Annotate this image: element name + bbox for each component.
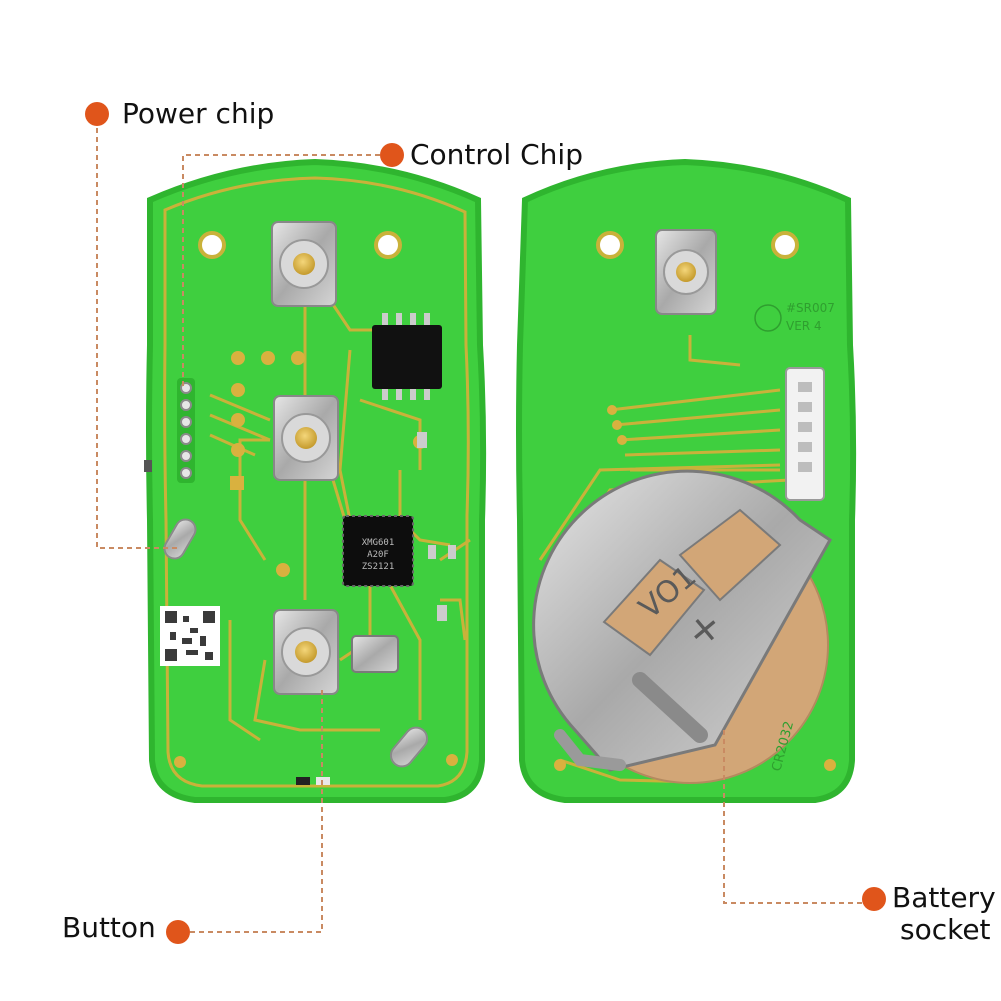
board-id-marking: #SR007	[786, 301, 835, 315]
tactile-button-back	[655, 229, 717, 315]
mount-hole	[771, 231, 799, 259]
chip-marking-2: A20F	[367, 550, 389, 560]
label-power-chip: Power chip	[122, 97, 275, 130]
label-control-chip: Control Chip	[410, 138, 583, 171]
back-board: #SR007 VER 4 VO1 + CR2032	[516, 158, 857, 803]
logo-icon	[754, 304, 782, 332]
callout-dot-battery-socket	[862, 887, 886, 911]
callout-dot-control-chip	[380, 143, 404, 167]
tactile-button-top	[271, 221, 337, 307]
battery-socket: VO1 + CR2032	[532, 469, 832, 784]
control-chip	[372, 313, 442, 400]
callout-dot-power-chip	[85, 102, 109, 126]
front-board: XMG601 A20F ZS2121	[144, 158, 487, 803]
tactile-button-bottom	[273, 609, 339, 695]
chip-marking-3: ZS2121	[362, 562, 395, 572]
chip-marking-1: XMG601	[362, 538, 395, 548]
rf-chip: XMG601 A20F ZS2121	[342, 515, 414, 587]
side-connector	[785, 367, 825, 501]
board-version-marking: VER 4	[786, 319, 822, 333]
mount-hole	[198, 231, 226, 259]
label-battery-socket-line1: Battery	[892, 881, 996, 914]
leader-lines	[96, 128, 862, 933]
crystal-oscillator	[351, 635, 399, 673]
leader-control-chip	[182, 154, 380, 390]
leader-battery-socket	[723, 730, 862, 904]
tactile-button-middle	[273, 395, 339, 481]
qr-label	[160, 606, 220, 666]
label-battery-socket-line2: socket	[900, 913, 991, 946]
callout-dot-button	[166, 920, 190, 944]
mount-hole	[374, 231, 402, 259]
mount-hole	[596, 231, 624, 259]
leader-power-chip	[96, 128, 180, 549]
label-button: Button	[62, 911, 156, 944]
